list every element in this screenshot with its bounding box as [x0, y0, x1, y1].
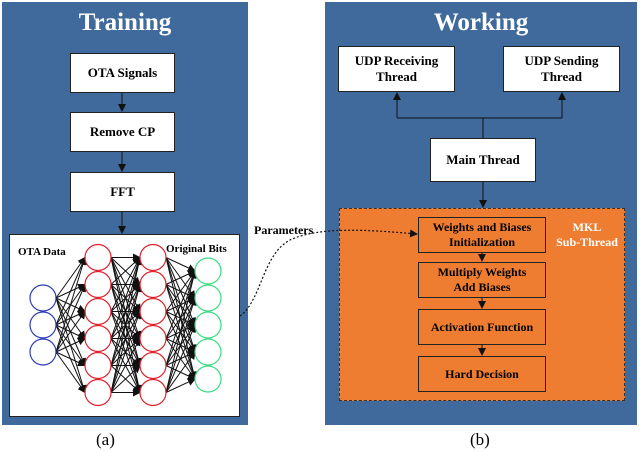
- nn-node: [84, 324, 112, 353]
- nn-edge: [55, 351, 86, 394]
- main-thread-box: Main Thread: [430, 138, 536, 182]
- nn-edge: [55, 283, 86, 353]
- nn-node: [139, 378, 167, 407]
- nn-edge: [55, 256, 87, 353]
- nn-edge: [55, 310, 86, 353]
- nn-edge: [110, 283, 143, 393]
- udp-receiving-box: UDP Receiving Thread: [338, 46, 455, 92]
- mkl-sub-thread-label: MKL Sub-Thread: [556, 220, 618, 249]
- nn-node: [84, 351, 112, 380]
- nn-node: [139, 351, 167, 380]
- nn-node: [84, 243, 112, 272]
- ota-data-label: OTA Data: [18, 246, 66, 258]
- nn-edge: [165, 351, 196, 393]
- nn-edge: [165, 297, 197, 393]
- training-title: Training: [78, 9, 172, 36]
- original-bits-label: Original Bits: [166, 243, 227, 255]
- nn-edge: [110, 310, 142, 393]
- nn-edge: [110, 364, 141, 393]
- nn-node: [84, 378, 112, 407]
- nn-node: [194, 311, 222, 339]
- activation-function-box: Activation Function: [418, 309, 546, 345]
- nn-node: [139, 243, 167, 272]
- nn-node: [29, 338, 57, 366]
- fft-box: FFT: [70, 172, 175, 212]
- nn-node: [29, 311, 57, 339]
- working-title: Working: [433, 9, 529, 36]
- nn-edge: [110, 256, 143, 393]
- hard-decision-box: Hard Decision: [418, 356, 546, 392]
- nn-node: [139, 324, 167, 353]
- nn-node: [194, 257, 222, 285]
- nn-node: [139, 270, 167, 299]
- nn-edge: [55, 256, 86, 326]
- nn-edge: [55, 351, 86, 367]
- nn-edge: [110, 256, 141, 312]
- remove-cp-box: Remove CP: [70, 112, 175, 152]
- nn-edge: [110, 256, 143, 366]
- nn-edge: [110, 337, 141, 393]
- nn-node: [194, 338, 222, 366]
- weights-init-box: Weights and Biases Initialization: [418, 217, 546, 253]
- nn-edge: [165, 257, 196, 272]
- nn-node: [194, 284, 222, 312]
- nn-edge: [165, 324, 196, 393]
- caption-a: (a): [96, 430, 115, 449]
- nn-edge: [110, 256, 142, 339]
- nn-node: [139, 297, 167, 326]
- nn-edge: [165, 270, 197, 366]
- nn-edge: [55, 337, 86, 353]
- nn-edge: [165, 270, 198, 393]
- parameters-label: Parameters: [254, 223, 314, 237]
- nn-edge: [165, 378, 196, 393]
- nn-edge: [165, 270, 196, 339]
- multiply-weights-box: Multiply Weights Add Biases: [418, 262, 546, 298]
- ota-signals-box: OTA Signals: [70, 53, 175, 93]
- udp-sending-box: UDP Sending Thread: [503, 46, 620, 92]
- nn-node: [194, 365, 222, 393]
- nn-node: [84, 297, 112, 326]
- nn-node: [84, 270, 112, 299]
- caption-b: (b): [470, 430, 490, 449]
- nn-node: [29, 284, 57, 312]
- parameters-connector: [239, 229, 418, 317]
